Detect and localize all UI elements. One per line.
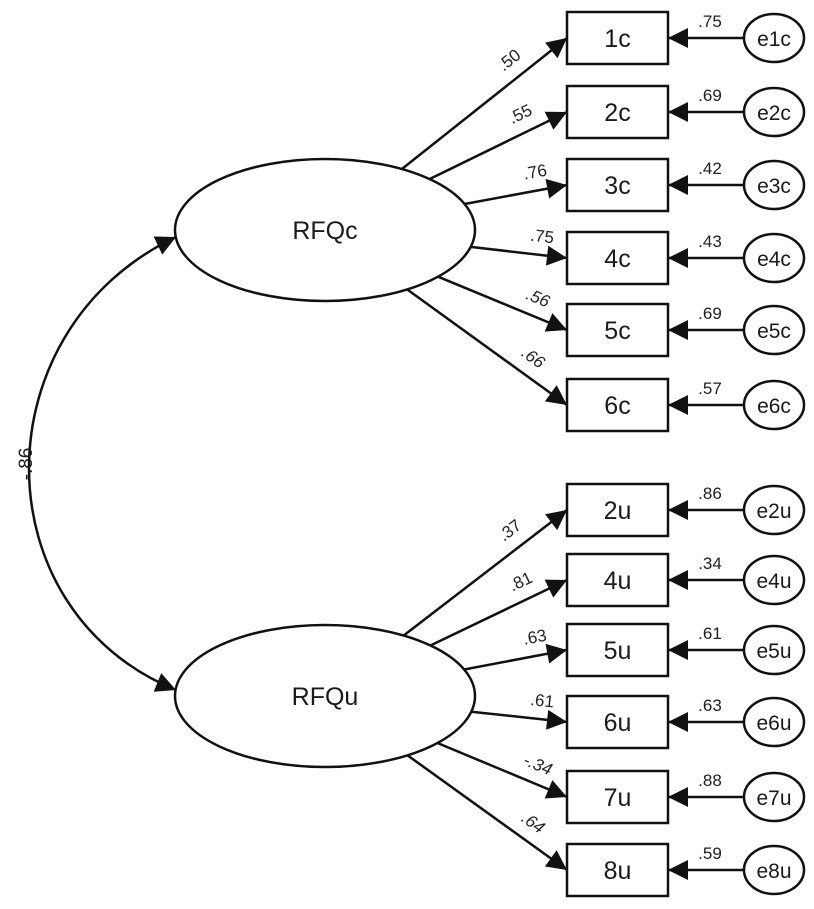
error-e3c: e3c: [742, 159, 806, 211]
loading-path: [437, 741, 568, 799]
latent-label: RFQc: [292, 217, 357, 245]
loading-value: .55: [506, 100, 536, 127]
error-e1c: e1c: [742, 12, 806, 64]
error-variance-value: .57: [698, 379, 722, 398]
indicator-label: 6u: [604, 709, 632, 737]
latent-rfqc: RFQc: [173, 157, 477, 303]
loading-value: .37: [495, 516, 525, 545]
error-e5u: e5u: [742, 624, 806, 676]
indicator-3c: 3c: [565, 157, 670, 213]
error-e6u: e6u: [742, 696, 806, 748]
loading-value: .63: [521, 626, 548, 649]
indicator-4u: 4u: [565, 552, 670, 608]
indicator-label: 4c: [604, 245, 630, 273]
loading-path: [406, 288, 568, 407]
error-label: e6c: [757, 395, 791, 418]
indicator-label: 6c: [604, 392, 630, 420]
loading-value: .66: [518, 343, 549, 373]
latent-rfqu: RFQu: [173, 623, 477, 769]
error-variance-value: .86: [698, 484, 722, 503]
error-label: e2c: [757, 102, 791, 125]
indicator-label: 5c: [604, 317, 630, 345]
error-variance-value: .61: [698, 624, 722, 643]
error-label: e5c: [757, 320, 791, 343]
loading-value: -.34: [521, 750, 555, 779]
loading-value: .76: [522, 161, 549, 184]
indicator-label: 4u: [604, 567, 632, 595]
error-label: e6u: [756, 712, 791, 735]
indicator-2u: 2u: [565, 482, 670, 538]
covariance-value: -.86: [16, 448, 37, 481]
indicator-6c: 6c: [565, 377, 670, 433]
error-label: e2u: [756, 500, 791, 523]
indicator-1c: 1c: [565, 10, 670, 66]
indicator-label: 8u: [604, 857, 632, 885]
latent-label: RFQu: [292, 683, 359, 711]
indicator-label: 7u: [604, 784, 632, 812]
covariance-arrow: [27, 235, 177, 692]
indicator-label: 1c: [604, 25, 630, 53]
error-label: e4c: [757, 248, 791, 271]
error-variance-value: .59: [698, 844, 722, 863]
loading-value: .64: [518, 808, 548, 837]
loading-path: [402, 509, 568, 637]
error-variance-value: .75: [698, 12, 722, 31]
error-e4c: e4c: [742, 232, 806, 284]
loading-path: [429, 578, 568, 647]
loading-value: .75: [529, 226, 555, 248]
error-variance-value: .43: [698, 232, 722, 251]
loading-path: [463, 643, 568, 671]
indicator-label: 5u: [604, 637, 632, 665]
indicator-5u: 5u: [565, 622, 670, 678]
indicator-label: 3c: [604, 172, 630, 200]
loading-path: [471, 709, 568, 730]
error-e5c: e5c: [742, 304, 806, 356]
error-label: e7u: [756, 787, 791, 810]
error-variance-value: .34: [698, 554, 722, 573]
loading-value: .50: [494, 45, 524, 75]
indicator-6u: 6u: [565, 694, 670, 750]
indicator-7u: 7u: [565, 769, 670, 825]
error-label: e3c: [757, 175, 791, 198]
loading-path: [401, 37, 568, 170]
error-label: e4u: [756, 570, 791, 593]
loading-path: [437, 275, 568, 332]
loading-value: .61: [529, 690, 555, 711]
loading-path: [428, 110, 568, 181]
error-e8u: e8u: [742, 844, 806, 896]
error-e2u: e2u: [742, 484, 806, 536]
error-e2c: e2c: [742, 86, 806, 138]
indicator-2c: 2c: [565, 84, 670, 140]
error-e6c: e6c: [742, 379, 806, 431]
error-variance-value: .69: [698, 86, 722, 105]
error-label: e8u: [756, 860, 791, 883]
error-label: e1c: [757, 28, 791, 51]
error-variance-value: .88: [698, 771, 722, 790]
nodes-layer: 1c e1c 2c e2c 3c e3c 4c e4c 5c e5c 6c e6c 2u e2u 4u e4u…: [565, 10, 806, 898]
indicator-5c: 5c: [565, 302, 670, 358]
error-variance-value: .63: [698, 696, 722, 715]
indicator-8u: 8u: [565, 842, 670, 898]
indicator-label: 2c: [604, 99, 630, 127]
loading-path: [470, 245, 568, 266]
loading-value: .56: [523, 285, 553, 312]
error-label: e5u: [756, 640, 791, 663]
error-e4u: e4u: [742, 554, 806, 606]
error-variance-value: .42: [698, 159, 722, 178]
error-variance-value: .69: [698, 304, 722, 323]
indicator-label: 2u: [604, 497, 632, 525]
indicator-4c: 4c: [565, 230, 670, 286]
loading-value: .81: [506, 568, 536, 595]
error-e7u: e7u: [742, 771, 806, 823]
loading-path: [406, 754, 568, 872]
loading-path: [464, 178, 568, 206]
